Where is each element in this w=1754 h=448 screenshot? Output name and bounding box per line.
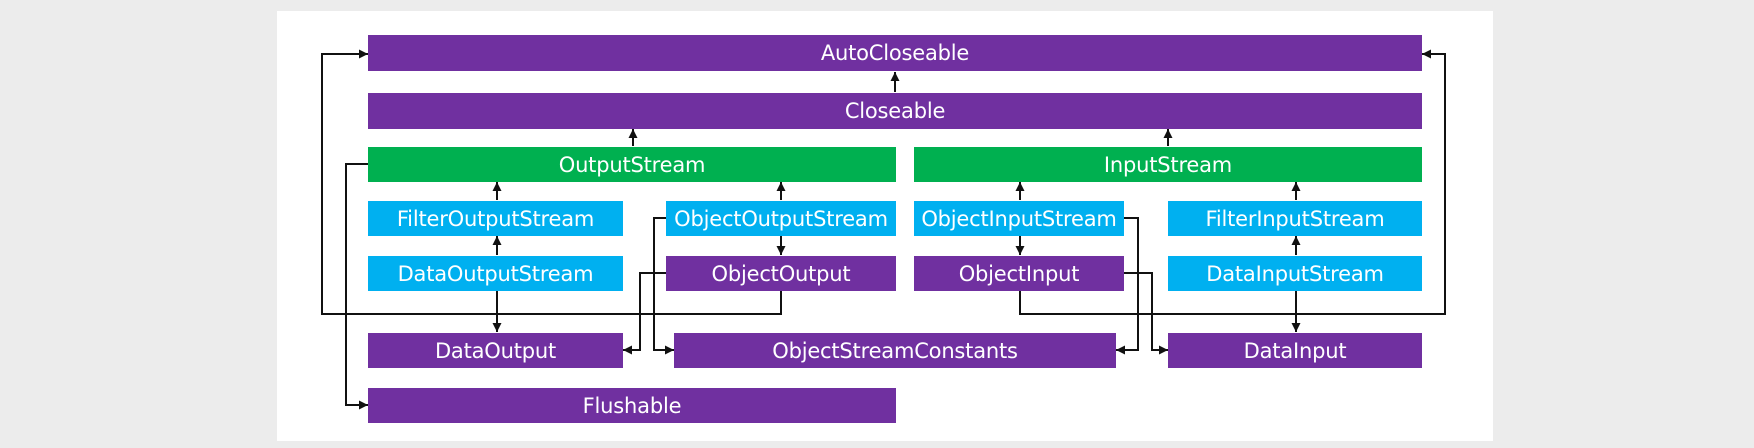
node-objectstreamconstants: ObjectStreamConstants	[674, 333, 1116, 368]
node-inputstream: InputStream	[914, 147, 1422, 182]
node-dataoutput: DataOutput	[368, 333, 623, 368]
node-objectoutput: ObjectOutput	[666, 256, 896, 291]
node-objectinput: ObjectInput	[914, 256, 1124, 291]
node-outputstream: OutputStream	[368, 147, 896, 182]
node-autocloseable: AutoCloseable	[368, 35, 1422, 71]
edge-outputstream-flushable	[345, 163, 368, 410]
edge-objectoutput-dataoutput	[623, 272, 666, 355]
node-filteroutputstream: FilterOutputStream	[368, 201, 623, 236]
node-objectinputstream: ObjectInputStream	[914, 201, 1124, 236]
node-flushable: Flushable	[368, 388, 896, 423]
edge-objectinput-datainput	[1124, 272, 1168, 355]
edge-objectinputstream-objectstreamconstants	[1116, 217, 1139, 355]
node-datainput: DataInput	[1168, 333, 1422, 368]
edge-objectoutputstream-objectstreamconstants	[653, 217, 674, 355]
edge-objectinput-autocloseable	[1019, 49, 1446, 315]
node-closeable: Closeable	[368, 93, 1422, 129]
node-filterinputstream: FilterInputStream	[1168, 201, 1422, 236]
edge-objectoutput-autocloseable	[321, 49, 782, 315]
node-datainputstream: DataInputStream	[1168, 256, 1422, 291]
node-dataoutputstream: DataOutputStream	[368, 256, 623, 291]
node-objectoutputstream: ObjectOutputStream	[666, 201, 896, 236]
